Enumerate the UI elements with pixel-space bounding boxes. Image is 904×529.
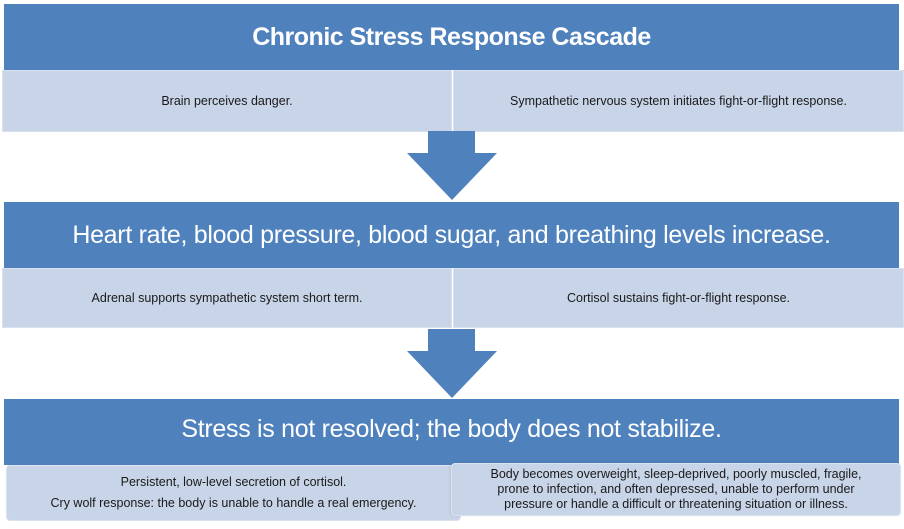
stage-1-detail-left: Brain perceives danger. [2,70,452,132]
detail-text: Body becomes overweight, sleep-deprived,… [490,467,862,481]
stage-3-header: Stress is not resolved; the body does no… [4,399,899,465]
stage-3-heading: Stress is not resolved; the body does no… [181,415,722,443]
detail-text: prone to infection, and often depressed,… [497,482,855,496]
stage-2-heading: Heart rate, blood pressure, blood sugar,… [72,220,831,249]
down-arrow-icon [407,329,497,399]
detail-text: Adrenal supports sympathetic system shor… [91,291,363,305]
stage-3-detail-left: Persistent, low-level secretion of corti… [6,465,461,521]
detail-text: Cry wolf response: the body is unable to… [50,496,417,510]
stage-2-detail-left: Adrenal supports sympathetic system shor… [2,268,452,328]
stage-1-detail-right: Sympathetic nervous system initiates fig… [453,70,904,132]
detail-text: pressure or handle a difficult or threat… [504,497,848,511]
stage-2-detail-right: Cortisol sustains fight-or-flight respon… [453,268,904,328]
detail-text: Persistent, low-level secretion of corti… [120,475,347,489]
diagram-title: Chronic Stress Response Cascade [252,22,651,51]
detail-text: Cortisol sustains fight-or-flight respon… [566,291,790,305]
arrow-1-shape [407,131,497,200]
stage-3-detail-right: Body becomes overweight, sleep-deprived,… [451,463,901,516]
stage-2-header: Heart rate, blood pressure, blood sugar,… [4,202,899,268]
arrow-2-shape [407,329,497,398]
down-arrow-icon [407,131,497,201]
detail-text: Brain perceives danger. [161,94,293,108]
stage-1-header: Chronic Stress Response Cascade [4,4,899,70]
detail-text: Sympathetic nervous system initiates fig… [510,94,847,108]
